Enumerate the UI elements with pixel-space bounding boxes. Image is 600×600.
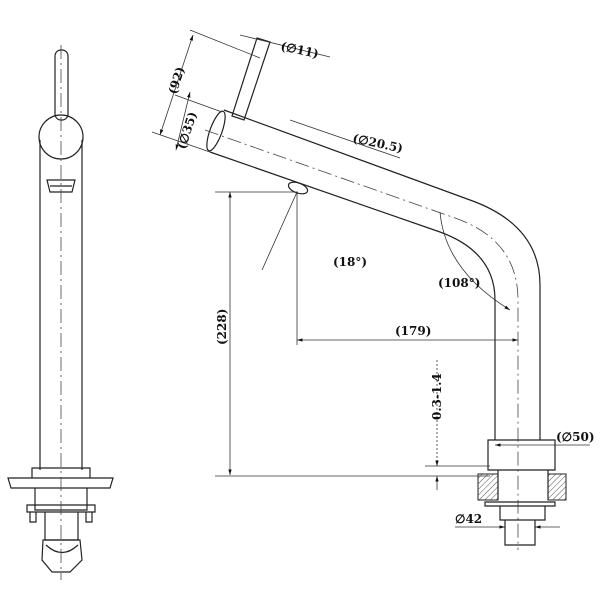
spout-centerline (204, 129, 519, 550)
deck-section-right (547, 473, 567, 501)
spout-end (206, 110, 226, 152)
front-view (7, 45, 114, 580)
label-lever-diameter: (∅11) (279, 39, 320, 61)
side-lever (231, 37, 271, 121)
front-hoses (41, 539, 83, 573)
side-fixing-nut (484, 470, 556, 546)
front-outlet (46, 179, 76, 193)
label-body-diameter: (∅35) (175, 110, 200, 151)
aerator (287, 181, 309, 195)
spout-inner-edge (209, 151, 496, 440)
label-deck-thickness: 0.3-1.4 (430, 373, 444, 420)
label-base-diameter: (∅50) (556, 430, 595, 444)
front-base-flange (7, 467, 114, 511)
spout-outer-edge (223, 109, 541, 440)
deck-section-left (477, 473, 499, 501)
label-bend-angle: (108°) (438, 276, 480, 290)
label-hole-diameter: ∅42 (455, 512, 482, 526)
label-height: (228) (215, 309, 229, 345)
dimension-lines (151, 29, 590, 529)
front-fixing-nut (26, 504, 96, 541)
side-view (204, 37, 567, 550)
label-lever-height: (92) (166, 65, 188, 96)
side-base-flange (487, 439, 556, 471)
front-lever (54, 49, 69, 121)
label-spout-diameter: (∅20.5) (351, 131, 404, 155)
label-reach: (179) (395, 324, 431, 338)
front-body (39, 140, 83, 470)
label-aerator-angle: (18°) (333, 255, 367, 269)
